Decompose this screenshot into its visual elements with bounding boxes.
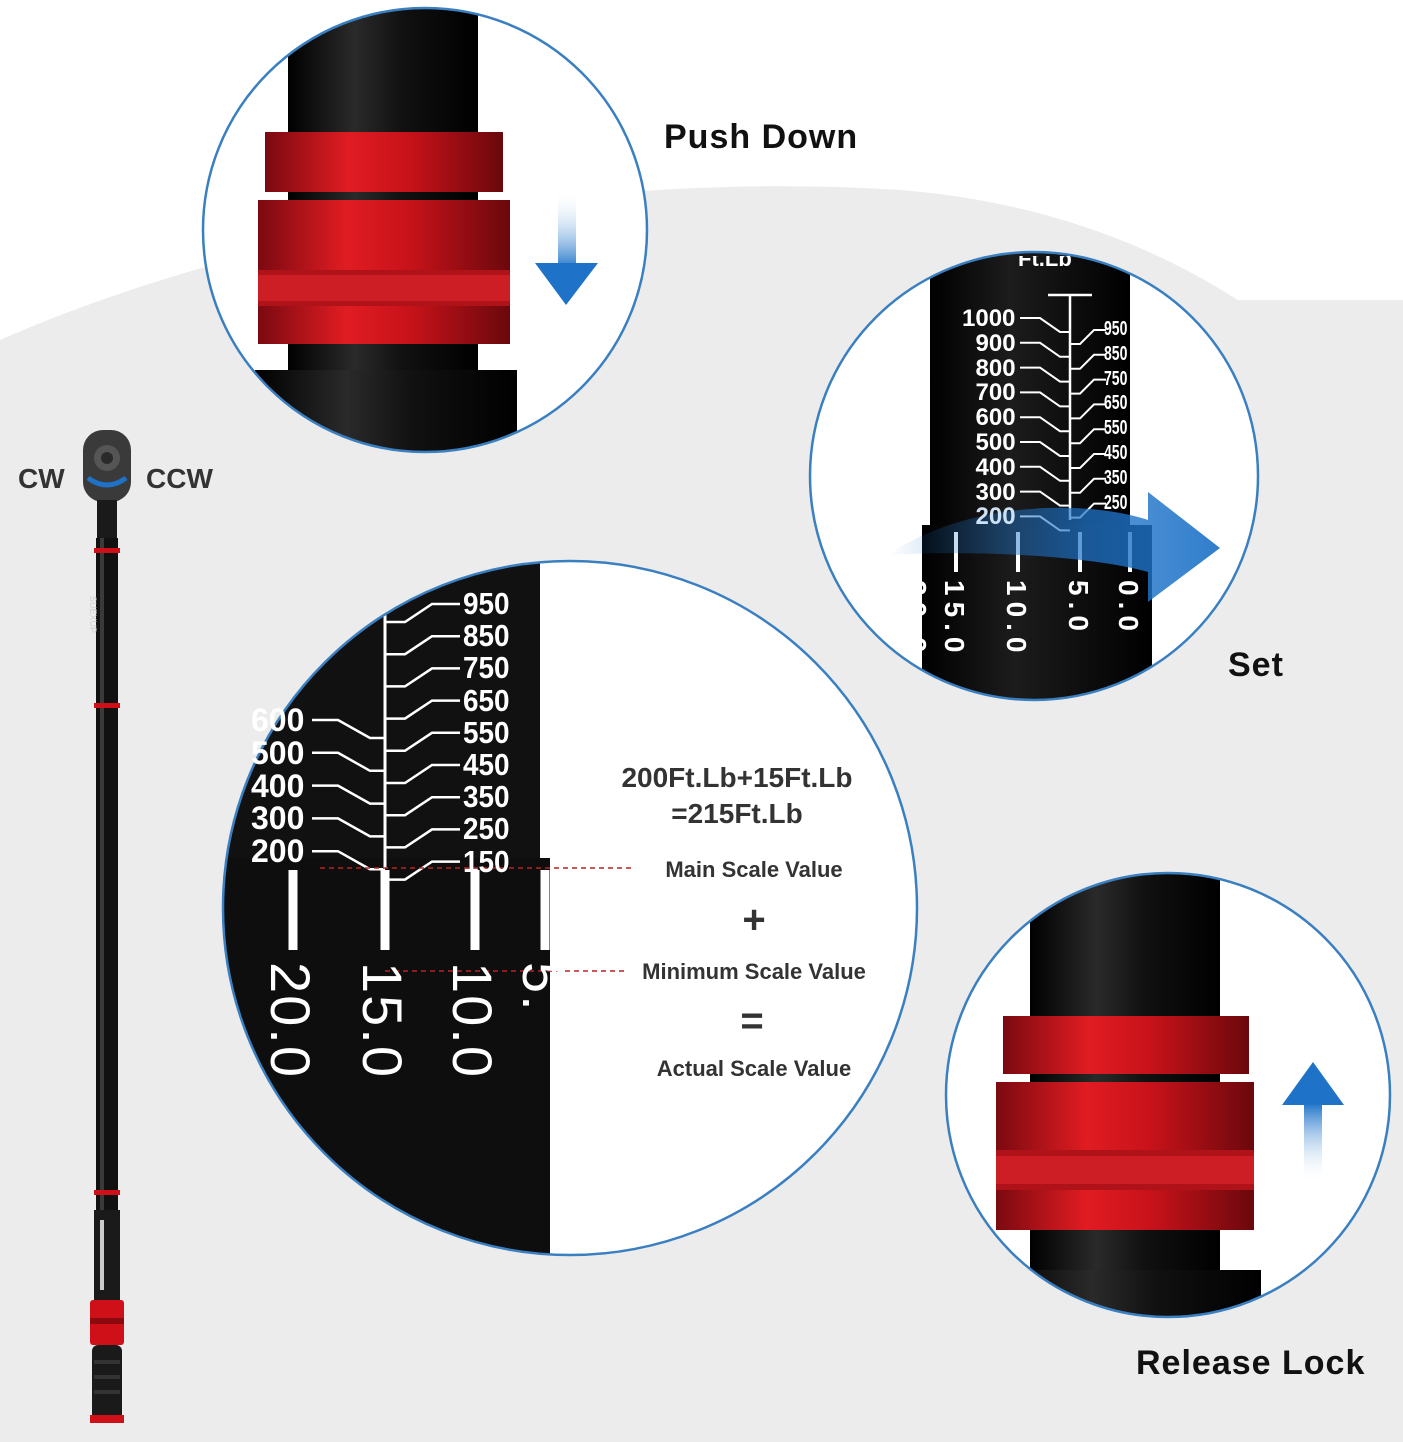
scale-tick-line (1020, 465, 1070, 482)
equation-line1: 200Ft.Lb+15Ft.Lb (621, 762, 853, 793)
scale-tick-line (385, 795, 460, 817)
scale-tick-line (1020, 416, 1070, 433)
scale-zoom-circle (221, 559, 919, 1257)
scale-tick-line (1020, 341, 1070, 358)
minimum-scale-label: Minimum Scale Value (642, 959, 866, 984)
zoom-micro-tick: 20.0 (259, 962, 322, 1079)
zoom-micro-tick: 10.0 (441, 962, 504, 1079)
scale-tick-line (1020, 391, 1070, 408)
set-micro-tick: 5.0 (1063, 580, 1094, 637)
set-left-tick: 200 (975, 503, 1016, 531)
set-micro-tick: 20.0 (901, 580, 932, 659)
release-lock-label: Release Lock (1136, 1344, 1366, 1382)
set-micro-tick: 15.0 (939, 580, 970, 659)
set-left-tick: 600 (975, 404, 1016, 432)
set-left-tick: 500 (975, 429, 1016, 456)
set-right-tick: 950 (1104, 318, 1128, 340)
zoom-right-tick: 350 (463, 779, 510, 815)
zoom-right-tick: 750 (463, 650, 510, 686)
ccw-label: CCW (146, 463, 213, 494)
scale-tick-line (385, 860, 460, 881)
set-left-tick: 400 (975, 453, 1016, 481)
zoom-right-tick: 150 (463, 843, 510, 879)
set-circle (808, 250, 1260, 702)
scale-tick-line (1020, 441, 1070, 457)
main-scale-label: Main Scale Value (665, 857, 843, 882)
set-right-tick: 750 (1104, 367, 1128, 390)
zoom-right-tick: 950 (463, 586, 510, 621)
zoom-right-tick: 650 (463, 682, 510, 718)
zoom-right-tick: 450 (463, 747, 510, 782)
scale-tick-line (312, 751, 385, 773)
zoom-left-tick: 200 (251, 833, 305, 870)
scale-tick-line (1070, 477, 1106, 494)
release-lock-circle (944, 871, 1392, 1319)
actual-scale-label: Actual Scale Value (656, 1056, 852, 1081)
set-left-tick: 1000 (962, 305, 1016, 332)
set-unit-label: Ft.Lb (1018, 246, 1072, 271)
set-right-tick: 250 (1104, 491, 1128, 514)
zoom-left-tick: 500 (251, 734, 305, 771)
scale-tick-line (1070, 329, 1106, 345)
scale-tick-line (1070, 453, 1106, 469)
set-right-tick: 450 (1104, 442, 1128, 464)
zoom-right-tick: 550 (463, 714, 510, 750)
scale-tick-line (312, 817, 385, 838)
push-down-circle (201, 6, 649, 454)
scale-tick-line (1070, 353, 1106, 370)
scale-tick-line (1020, 490, 1070, 507)
scale-tick-line (385, 602, 460, 624)
set-left-tick: 800 (975, 354, 1016, 382)
scale-tick-line (385, 699, 460, 720)
zoom-left-tick: 400 (251, 767, 305, 804)
zoom-left-tick: 600 (251, 702, 305, 738)
set-micro-tick: 0.0 (1113, 580, 1144, 637)
set-right-tick: 550 (1104, 417, 1128, 440)
scale-tick-line (1020, 366, 1070, 383)
zoom-right-tick: 250 (463, 811, 510, 847)
set-right-tick: 350 (1104, 466, 1128, 489)
scale-tick-line (1020, 317, 1070, 333)
scale-tick-line (1070, 428, 1106, 445)
equation-line2: =215Ft.Lb (671, 798, 803, 829)
cw-label: CW (18, 463, 65, 494)
set-left-tick: 900 (975, 329, 1016, 357)
zoom-left-tick: 300 (251, 800, 305, 837)
scale-tick-line (312, 718, 385, 740)
push-down-label: Push Down (664, 118, 859, 156)
equals-sign: = (740, 999, 764, 1043)
set-left-tick: 300 (975, 478, 1016, 506)
scale-tick-line (385, 634, 460, 656)
scale-tick-line (385, 763, 460, 785)
set-micro-tick: 10.0 (1001, 580, 1032, 659)
plus-sign: + (742, 898, 766, 942)
scale-tick-line (1070, 403, 1106, 420)
scale-tick-line (385, 828, 460, 849)
scale-tick-line (1070, 378, 1106, 395)
zoom-right-tick: 850 (463, 618, 510, 654)
scale-tick-line (312, 849, 385, 871)
set-right-tick: 650 (1104, 392, 1128, 415)
scale-tick-line (312, 784, 385, 805)
zoom-micro-tick: 15.0 (351, 962, 414, 1079)
set-right-tick: 850 (1104, 342, 1128, 365)
torque-wrench (83, 430, 131, 1423)
scale-tick-line (385, 667, 460, 688)
set-label: Set (1228, 646, 1284, 684)
scale-tick-line (385, 731, 460, 753)
set-left-tick: 700 (975, 379, 1016, 407)
brand-text: SUEXUP (88, 596, 98, 634)
